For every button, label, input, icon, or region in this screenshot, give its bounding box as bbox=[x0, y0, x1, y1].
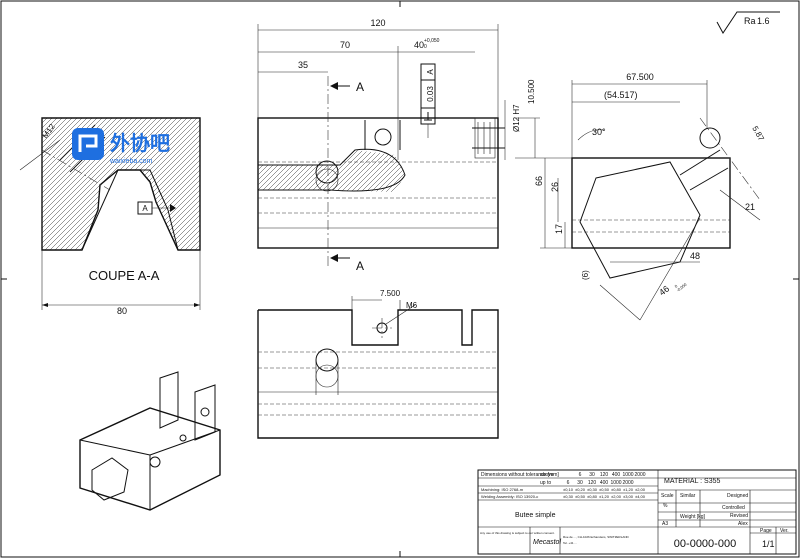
watermark: 外协吧 waixieba.com bbox=[72, 128, 170, 165]
tb-tolerance-rows: Machining: ISO 2768-m±0,10±0,20±0,30±0,5… bbox=[481, 487, 646, 499]
tb-row-value: ±0,30 bbox=[563, 494, 574, 499]
section-label-bottom: A bbox=[356, 259, 364, 273]
tb-row-label: Welding Assembly: ISO 13920-c bbox=[481, 494, 538, 499]
dim-26: 26 bbox=[550, 182, 560, 192]
roughness-symbol: Ra 1.6 bbox=[716, 11, 780, 34]
svg-text:Weight [kg]: Weight [kg] bbox=[680, 514, 706, 520]
svg-text:Ra: Ra bbox=[744, 16, 756, 26]
tb-tol-header: Dimensions without tolerance [mm] bbox=[481, 472, 559, 478]
svg-text:Scale: Scale bbox=[661, 493, 674, 499]
tb-row-value: ±0,20 bbox=[575, 487, 586, 492]
tb-range-upto: 30 bbox=[577, 480, 583, 486]
tb-range-above: 2000 bbox=[634, 472, 645, 478]
tb-range-upto: 400 bbox=[600, 480, 609, 486]
dim-6: (6) bbox=[581, 270, 590, 280]
svg-text:Similar: Similar bbox=[680, 493, 696, 499]
tb-range-above: 30 bbox=[589, 472, 595, 478]
svg-text:0: 0 bbox=[674, 283, 679, 289]
svg-text:Revised: Revised bbox=[730, 513, 748, 519]
dim-587: 5.87 bbox=[750, 125, 766, 143]
svg-text:-0,050: -0,050 bbox=[676, 281, 689, 292]
svg-text:up to: up to bbox=[540, 480, 551, 486]
tb-part-name: Butee simple bbox=[515, 512, 556, 519]
dim-7500: 7.500 bbox=[380, 289, 401, 298]
tb-row-value: ±0,50 bbox=[599, 487, 610, 492]
tb-range-upto: 120 bbox=[588, 480, 597, 486]
dim-46: 46 bbox=[657, 284, 671, 298]
dim-67500: 67.500 bbox=[626, 72, 654, 82]
side-view: 67.500 (54.517) 30° 5.87 66 26 17 (6) 48… bbox=[534, 72, 766, 321]
tb-range-above: 1000 bbox=[622, 472, 633, 478]
svg-text:above: above bbox=[540, 472, 554, 478]
tb-row-value: ±0,30 bbox=[587, 487, 598, 492]
tb-row-value: ±4,00 bbox=[635, 494, 646, 499]
tb-row-value: ±0,50 bbox=[575, 494, 586, 499]
dim-35: 35 bbox=[298, 60, 308, 70]
tb-company: Mecastol bbox=[533, 539, 561, 546]
top-view: 7.500 M6 bbox=[257, 289, 499, 439]
tb-row-value: ±1,20 bbox=[599, 494, 610, 499]
tb-range-above: 120 bbox=[600, 472, 609, 478]
svg-text:Rue de ..., CH-1026 Echandens,: Rue de ..., CH-1026 Echandens, SWITZERLA… bbox=[563, 535, 630, 539]
svg-text:waixieba.com: waixieba.com bbox=[109, 158, 153, 165]
tb-material: MATERIAL : S355 bbox=[664, 478, 721, 485]
svg-text:0.03: 0.03 bbox=[426, 86, 435, 102]
tb-row-value: ±0,80 bbox=[587, 494, 598, 499]
svg-text:Tel. +41 ...: Tel. +41 ... bbox=[563, 541, 577, 545]
front-view: A A 120 70 40 +0,050 0 35 A 0.03 Ø12 H7 … bbox=[257, 18, 540, 273]
tb-range-upto: 1000 bbox=[610, 480, 621, 486]
svg-text:A3: A3 bbox=[662, 521, 668, 527]
svg-text:+0,050: +0,050 bbox=[424, 38, 440, 44]
tb-page: 1/1 bbox=[762, 539, 775, 549]
svg-text:Alex: Alex bbox=[738, 521, 748, 527]
tb-row-label: Machining: ISO 2768-m bbox=[481, 487, 524, 492]
dim-70: 70 bbox=[340, 40, 350, 50]
tb-row-value: ±0,10 bbox=[563, 487, 574, 492]
svg-text:A: A bbox=[142, 204, 148, 213]
svg-text:Any use of this drawing is sub: Any use of this drawing is subject to ou… bbox=[480, 531, 555, 535]
tb-row-value: ±0,80 bbox=[611, 487, 622, 492]
dim-21: 21 bbox=[745, 202, 755, 212]
tb-row-value: ±3,00 bbox=[623, 494, 634, 499]
tb-row-value: ±2,00 bbox=[611, 494, 622, 499]
isometric-view bbox=[79, 371, 221, 511]
svg-text:Designed: Designed bbox=[727, 493, 748, 499]
svg-text:%: % bbox=[663, 503, 668, 509]
section-title: COUPE A-A bbox=[89, 268, 160, 283]
dim-angle30: 30° bbox=[592, 127, 606, 137]
side-view-outline bbox=[571, 157, 731, 249]
dim-54517: (54.517) bbox=[604, 90, 638, 100]
title-block: Dimensions without tolerance [mm] above … bbox=[477, 469, 797, 555]
tb-drawing-number: 00-0000-000 bbox=[674, 538, 736, 550]
tb-range-upto: 2000 bbox=[622, 480, 633, 486]
front-view-outline bbox=[257, 117, 499, 249]
dim-66: 66 bbox=[534, 176, 544, 186]
svg-text:0: 0 bbox=[424, 44, 427, 50]
dim-10500: 10.500 bbox=[527, 79, 536, 104]
dim-total-length: 120 bbox=[370, 18, 385, 28]
section-width-dim: 80 bbox=[117, 306, 127, 316]
tb-row-value: ±1,20 bbox=[623, 487, 634, 492]
svg-text:Controlled: Controlled bbox=[722, 505, 745, 511]
svg-text:外协吧: 外协吧 bbox=[110, 131, 170, 155]
dim-40: 40 bbox=[414, 40, 424, 50]
svg-text:1.6: 1.6 bbox=[757, 16, 770, 26]
svg-text:A: A bbox=[426, 69, 435, 75]
tb-range-above: 400 bbox=[612, 472, 621, 478]
svg-text:Ver.: Ver. bbox=[780, 528, 789, 534]
section-thread-dim: M12 bbox=[41, 122, 58, 140]
dim-17: 17 bbox=[554, 224, 564, 234]
svg-text:Page: Page bbox=[760, 528, 772, 534]
dim-48: 48 bbox=[690, 251, 700, 261]
tb-range-upto: 6 bbox=[567, 480, 570, 486]
top-view-outline bbox=[257, 309, 499, 439]
tb-row-value: ±2,00 bbox=[635, 487, 646, 492]
tb-range-above: 6 bbox=[579, 472, 582, 478]
section-label-top: A bbox=[356, 80, 364, 94]
dim-m6: M6 bbox=[406, 301, 418, 310]
